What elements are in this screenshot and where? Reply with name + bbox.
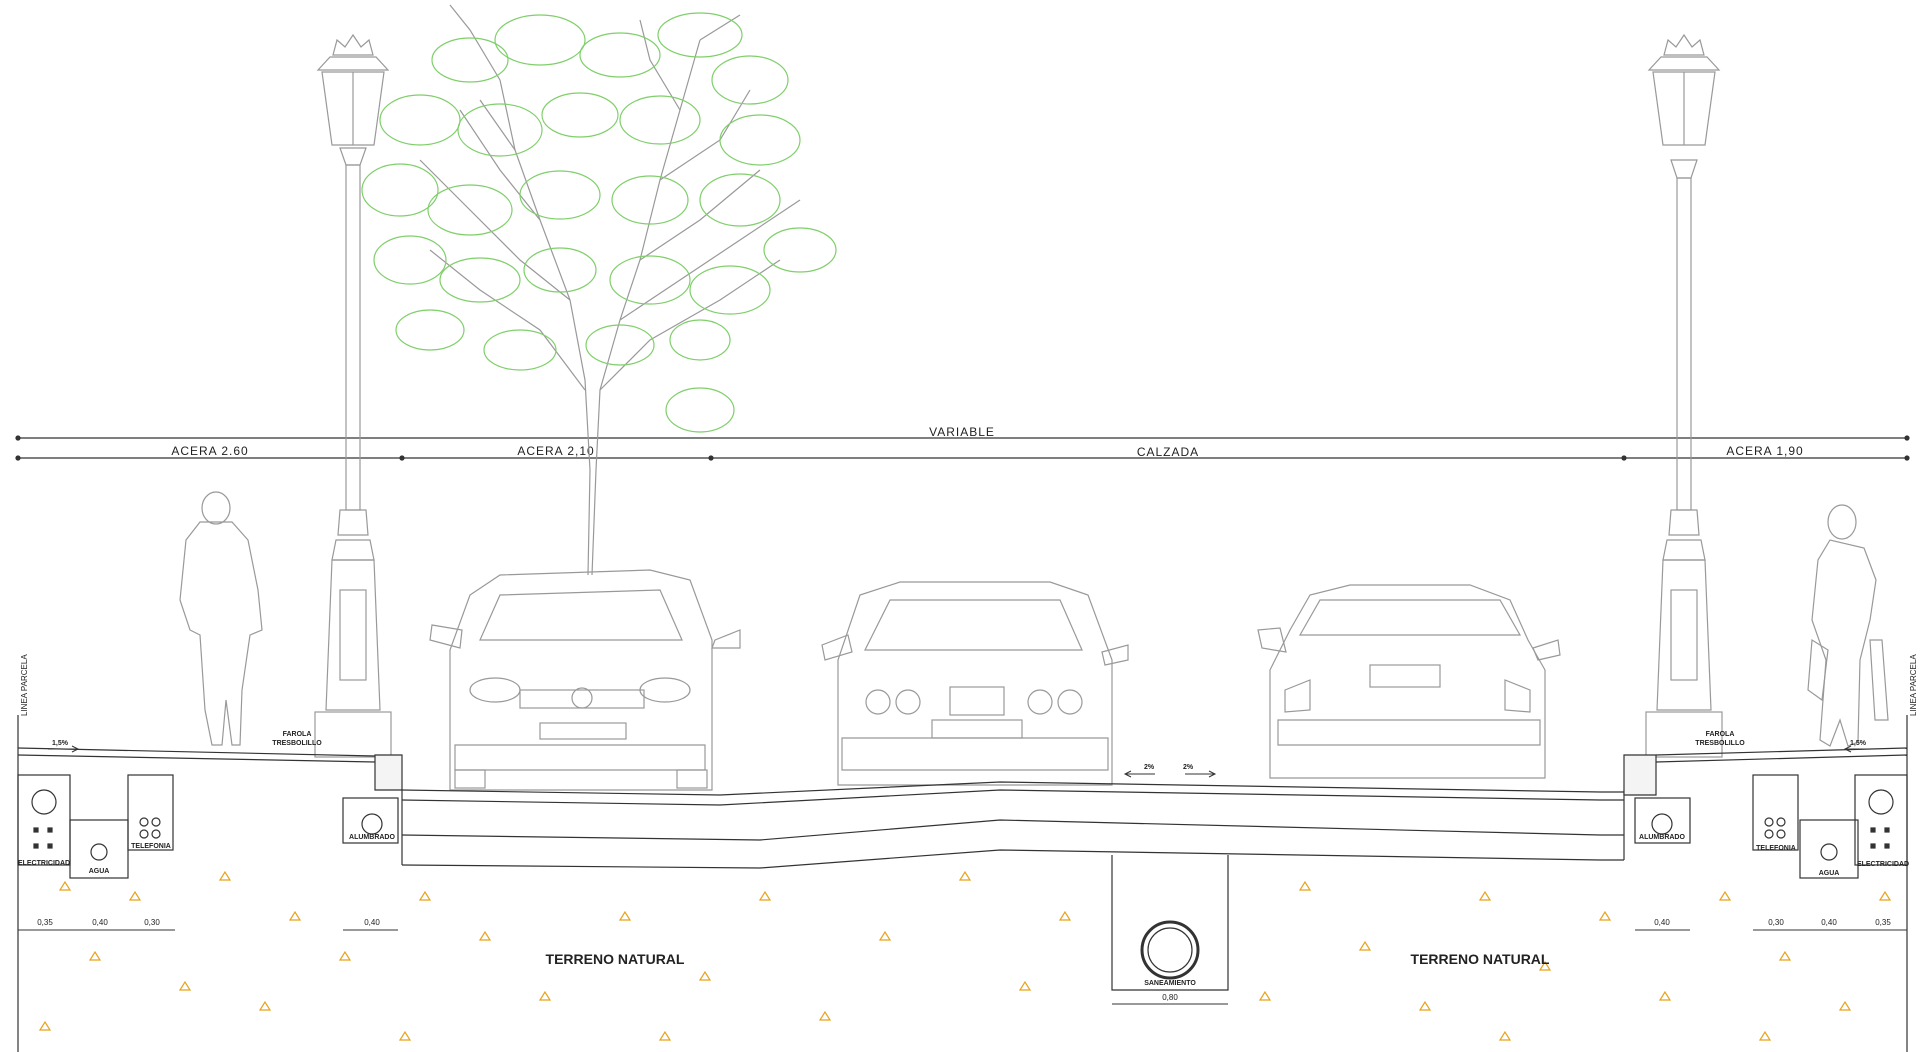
dim-acera-right: ACERA 1,90 xyxy=(1726,444,1803,458)
saneamiento-label: SANEAMIENTO xyxy=(1144,980,1196,987)
car-right xyxy=(1257,584,1561,779)
slope-road-right-label: 2% xyxy=(1183,764,1194,771)
agua-left: AGUA xyxy=(89,868,110,875)
farola-right-1: FAROLA xyxy=(1706,731,1735,738)
telefonia-right: TELEFONIA xyxy=(1756,845,1796,852)
electricidad-left: ELECTRICIDAD xyxy=(18,860,70,867)
measure-right-2: 0,40 xyxy=(1821,918,1837,927)
terreno-natural-left: TERRENO NATURAL xyxy=(546,951,685,967)
soil-hatch xyxy=(38,870,1892,1041)
ground-section xyxy=(17,715,1908,1052)
measure-left-2: 0,40 xyxy=(92,918,108,927)
dimension-lines xyxy=(15,435,1910,461)
telefonia-left: TELEFONIA xyxy=(131,843,171,850)
farola-left-2: TRESBOLILLO xyxy=(272,740,322,747)
measure-right-3: 0,30 xyxy=(1768,918,1784,927)
measure-right-4: 0,40 xyxy=(1654,918,1670,927)
dim-acera-left: ACERA 2.60 xyxy=(171,444,248,458)
slope-road-left-label: 2% xyxy=(1144,764,1155,771)
measure-left-1: 0,35 xyxy=(37,918,53,927)
street-lamp-left xyxy=(314,33,392,758)
farola-right-2: TRESBOLILLO xyxy=(1695,740,1745,747)
linea-parcela-left: LINEA PARCELA xyxy=(20,654,29,716)
car-middle xyxy=(821,581,1129,786)
terreno-natural-right: TERRENO NATURAL xyxy=(1411,951,1550,967)
slope-left-label: 1,5% xyxy=(52,740,69,747)
agua-right: AGUA xyxy=(1819,870,1840,877)
dim-acera-mid: ACERA 2,10 xyxy=(517,444,594,458)
utility-symbols xyxy=(31,789,1894,861)
farola-left-1: FAROLA xyxy=(283,731,312,738)
bottom-measures xyxy=(18,929,1907,1005)
linea-parcela-right: LINEA PARCELA xyxy=(1909,654,1918,716)
tree xyxy=(361,4,837,576)
measure-saneamiento: 0,80 xyxy=(1162,993,1178,1002)
measure-left-4: 0,40 xyxy=(364,918,380,927)
alumbrado-left: ALUMBRADO xyxy=(349,834,395,841)
alumbrado-right: ALUMBRADO xyxy=(1639,834,1685,841)
electricidad-right: ELECTRICIDAD xyxy=(1857,861,1909,868)
pedestrian-right xyxy=(1807,504,1889,747)
dim-variable: VARIABLE xyxy=(929,425,995,439)
slope-arrows xyxy=(48,745,1875,778)
measure-left-3: 0,30 xyxy=(144,918,160,927)
slope-right-label: 1,5% xyxy=(1850,740,1867,747)
measure-right-1: 0,35 xyxy=(1875,918,1891,927)
car-left xyxy=(429,569,741,791)
street-lamp-right xyxy=(1645,33,1723,758)
dim-calzada: CALZADA xyxy=(1137,445,1199,459)
pedestrian-left xyxy=(179,491,263,746)
